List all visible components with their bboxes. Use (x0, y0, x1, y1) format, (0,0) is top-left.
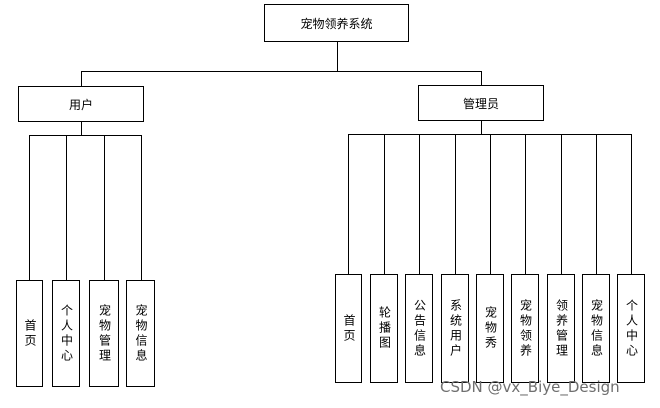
admin-child-label: 领养管理 (554, 298, 569, 359)
admin-child-adoption-management: 领养管理 (547, 274, 575, 383)
user-child-label: 首页 (23, 318, 37, 349)
user-label: 用户 (68, 97, 93, 112)
user-child-personal-center: 个人中心 (52, 280, 80, 387)
admin-child-label: 系统用户 (448, 298, 463, 359)
admin-child-pet-info: 宠物信息 (582, 274, 610, 383)
admin-child-system-users: 系统用户 (441, 274, 469, 383)
user-child-label: 宠物信息 (134, 303, 148, 364)
root-label: 宠物领养系统 (300, 16, 373, 31)
admin-child-home: 首页 (335, 274, 362, 383)
admin-child-label: 个人中心 (624, 298, 639, 359)
admin-child-label: 宠物领养 (518, 298, 533, 359)
admin-child-label: 宠物信息 (589, 298, 604, 359)
admin-child-carousel: 轮播图 (370, 274, 398, 383)
user-child-home: 首页 (16, 280, 43, 387)
user-child-label: 个人中心 (59, 303, 74, 364)
admin-node: 管理员 (418, 85, 544, 121)
admin-child-label: 宠物秀 (483, 306, 498, 351)
admin-child-announcements: 公告信息 (405, 274, 433, 383)
user-child-label: 宠物管理 (97, 303, 112, 364)
user-child-pet-info: 宠物信息 (126, 280, 155, 387)
admin-child-label: 公告信息 (412, 298, 427, 359)
admin-child-label: 轮播图 (377, 306, 392, 351)
root-node: 宠物领养系统 (264, 4, 409, 42)
admin-child-pet-show: 宠物秀 (476, 274, 504, 383)
admin-child-pet-adoption: 宠物领养 (511, 274, 539, 383)
watermark-text: CSDN @vx_Biye_Design (440, 378, 620, 396)
admin-label: 管理员 (462, 96, 499, 111)
user-node: 用户 (18, 86, 144, 122)
user-child-pet-management: 宠物管理 (89, 280, 119, 387)
admin-child-label: 首页 (342, 313, 356, 344)
admin-child-personal-center: 个人中心 (617, 274, 645, 383)
